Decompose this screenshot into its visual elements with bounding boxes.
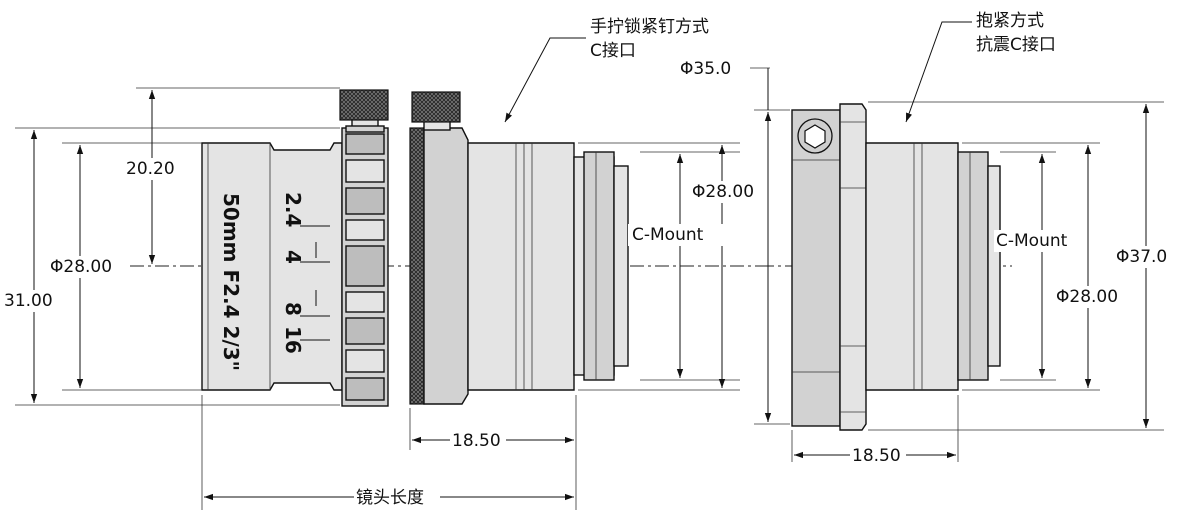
mount-dia-right-text: Φ28.00 <box>1056 287 1118 307</box>
right-lens-drawing: Φ35.0 抱紧方式 抗震C接口 C-Mount Φ28.00 Φ37.0 18… <box>680 11 1182 466</box>
focus-ring <box>423 127 469 405</box>
callout-right-line1: 抱紧方式 <box>976 11 1044 31</box>
dia-35-text: Φ35.0 <box>680 59 731 79</box>
aperture-mark-16: 16 <box>281 326 305 354</box>
hex-screw <box>797 118 833 154</box>
clamp-nut <box>839 103 867 431</box>
thumb-screw-2 <box>411 91 461 131</box>
aperture-ticks <box>300 225 330 341</box>
callout-right-line2: 抗震C接口 <box>976 35 1056 55</box>
callout-left-line1: 手拧锁紧钉方式 <box>590 17 709 37</box>
dim-20-text: 20.20 <box>126 159 175 179</box>
clamp-collar <box>791 109 841 427</box>
dim-28-left-text: Φ28.00 <box>50 257 112 277</box>
rear-body-right <box>865 142 959 391</box>
aperture-mark-8: 8 <box>281 302 305 316</box>
dim-31-text: 31.00 <box>4 291 53 311</box>
flange-dim-left-text: 18.50 <box>452 431 501 451</box>
lens-engraving: 50mm F2.4 2/3" <box>219 193 243 371</box>
thumb-screw-1 <box>339 89 389 133</box>
left-lens-drawing: 31.00 Φ28.00 20.20 50mm F2.4 2/3" 2.4 4 … <box>2 17 770 510</box>
callout-leader-right <box>905 21 972 123</box>
aperture-mark-4: 4 <box>281 250 305 264</box>
c-mount-label-left: C-Mount <box>632 225 704 245</box>
aperture-mark-2-4: 2.4 <box>281 192 305 227</box>
rear-body <box>467 142 575 391</box>
dia-37-text: Φ37.0 <box>1116 247 1167 267</box>
c-mount-thread-right <box>957 151 989 381</box>
mount-dia-left-text: Φ28.00 <box>692 182 754 202</box>
ring-segments <box>345 133 385 401</box>
flange-dim-right-text: 18.50 <box>852 446 901 466</box>
focus-knurl <box>409 127 425 405</box>
callout-leader-left <box>504 37 586 123</box>
callout-left-line2: C接口 <box>590 41 636 61</box>
c-mount-label-right: C-Mount <box>996 231 1068 251</box>
lens-length-text: 镜头长度 <box>356 488 424 508</box>
